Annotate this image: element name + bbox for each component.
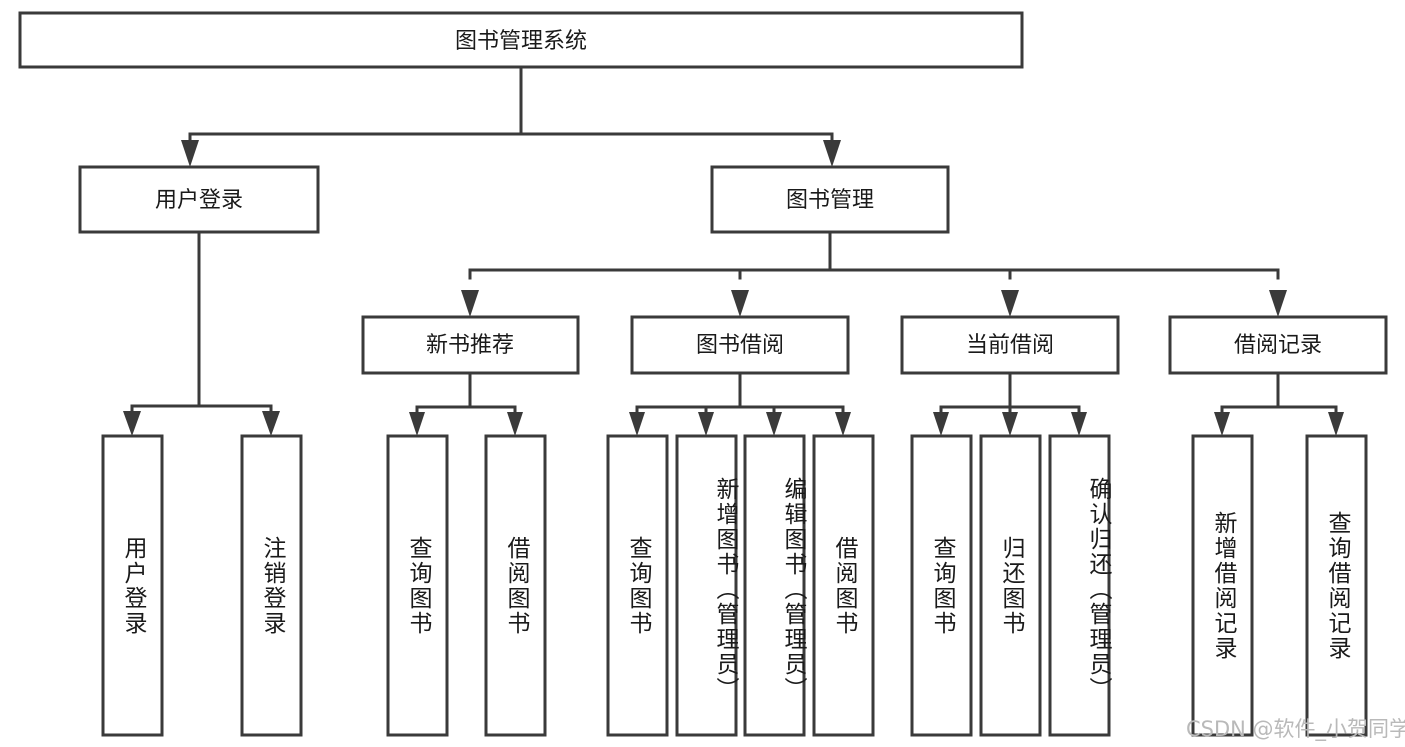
arrow-head-icon [766, 412, 782, 436]
leaf-record-add-box[interactable] [1191, 434, 1254, 737]
node-current-borrow-label: 当前借阅 [966, 333, 1054, 358]
leaf-user-login-box[interactable] [101, 434, 164, 737]
connector-root-to-level2 [181, 65, 841, 167]
leaf-recommend-query-box[interactable] [386, 434, 449, 737]
arrow-head-icon [1328, 412, 1344, 436]
arrow-head-icon [123, 411, 141, 436]
connector-recommend-to-leaves [409, 371, 523, 436]
connector-borrowrecord-to-leaves [1214, 371, 1344, 436]
node-current-borrow[interactable]: 当前借阅 [900, 315, 1120, 375]
leaf-borrow-edit-box[interactable] [743, 434, 806, 737]
arrow-head-icon [629, 412, 645, 436]
leaf-borrow-borrow-box[interactable] [812, 434, 875, 737]
arrow-head-icon [181, 140, 199, 167]
node-book-borrow[interactable]: 图书借阅 [630, 315, 850, 375]
leaf-record-query-box[interactable] [1305, 434, 1368, 737]
arrow-head-icon [1002, 412, 1018, 436]
arrow-head-icon [409, 412, 425, 436]
arrow-head-icon [1001, 290, 1019, 317]
arrow-head-icon [835, 412, 851, 436]
leaf-current-confirm-box[interactable] [1048, 434, 1111, 737]
leaf-recommend-borrow-box[interactable] [484, 434, 547, 737]
watermark-text: CSDN @软件_小贺同学 [1186, 717, 1405, 741]
node-user-login[interactable]: 用户登录 [78, 165, 320, 234]
arrow-head-icon [507, 412, 523, 436]
leaf-borrow-add-box[interactable] [675, 434, 738, 737]
arrow-head-icon [731, 290, 749, 317]
arrow-head-icon [1269, 290, 1287, 317]
leaf-borrow-query-box[interactable] [606, 434, 669, 737]
leaf-current-query-box[interactable] [910, 434, 973, 737]
node-root-label: 图书管理系统 [455, 29, 587, 54]
node-root[interactable]: 图书管理系统 [18, 11, 1024, 69]
node-borrow-record-label: 借阅记录 [1234, 333, 1322, 358]
leaf-current-return-box[interactable] [979, 434, 1042, 737]
arrow-head-icon [933, 412, 949, 436]
arrow-head-icon [461, 290, 479, 317]
connector-bookborrow-to-leaves [629, 371, 851, 436]
arrow-head-icon [262, 411, 280, 436]
node-new-book-recommend-box[interactable] [361, 315, 580, 375]
node-new-book-recommend-label: 新书推荐 [426, 333, 514, 358]
node-current-borrow-box[interactable] [900, 315, 1120, 375]
node-book-manage-label: 图书管理 [786, 188, 874, 213]
connector-bookmanage-to-level3 [461, 230, 1287, 317]
node-user-login-box[interactable] [78, 165, 320, 234]
connector-currentborrow-to-leaves [933, 371, 1087, 436]
leaf-logout-box[interactable] [240, 434, 303, 737]
node-new-book-recommend[interactable]: 新书推荐 [361, 315, 580, 375]
arrow-head-icon [1071, 412, 1087, 436]
arrow-head-icon [1214, 412, 1230, 436]
arrow-head-icon [698, 412, 714, 436]
arrow-head-icon [823, 140, 841, 167]
node-book-borrow-label: 图书借阅 [696, 333, 784, 358]
connector-userlogin-to-leaves [123, 230, 280, 436]
node-root-box[interactable] [18, 11, 1024, 69]
node-user-login-label: 用户登录 [155, 188, 243, 213]
node-borrow-record[interactable]: 借阅记录 [1168, 315, 1388, 375]
node-book-manage[interactable]: 图书管理 [710, 165, 950, 234]
